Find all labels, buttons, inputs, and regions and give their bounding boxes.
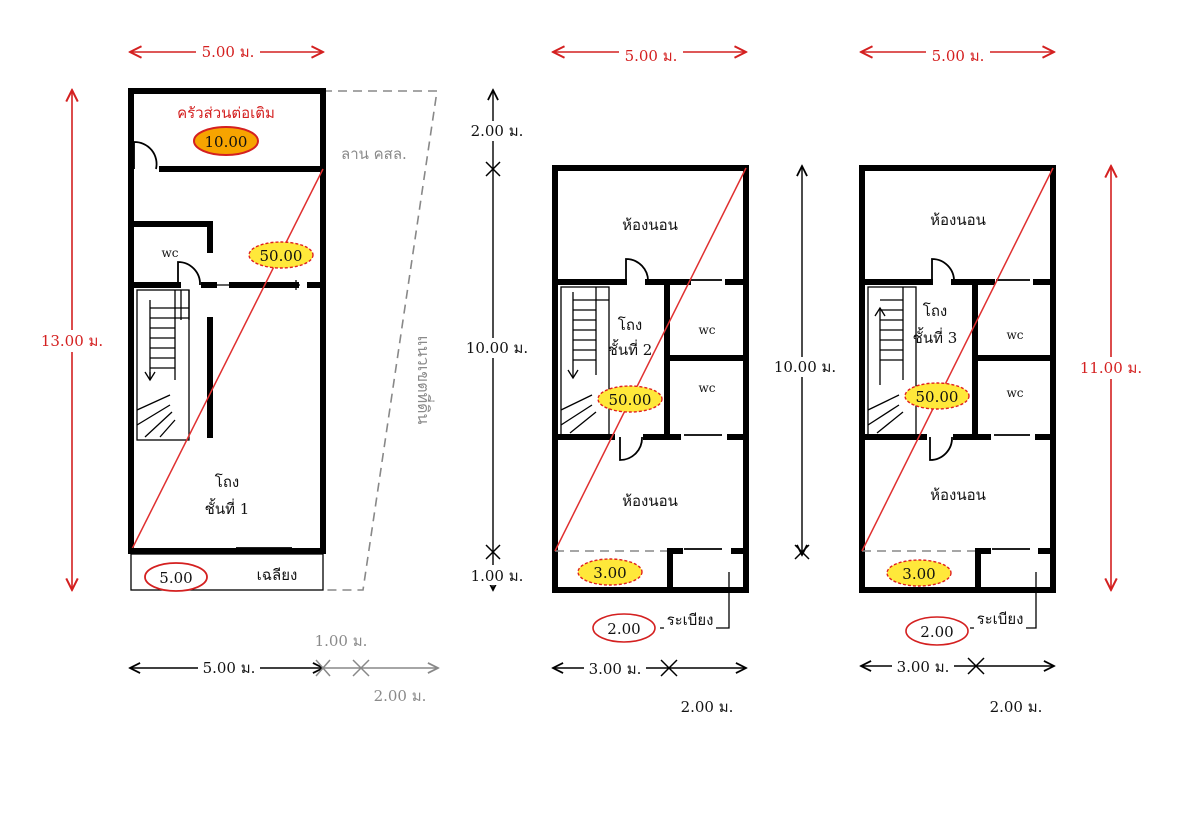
dim-a-label: 2.00 ม. (471, 122, 524, 140)
balcony-area-badge (577, 558, 643, 586)
dim-mid-label: 10.00 ม. (774, 358, 836, 376)
svg-text:50.00: 50.00 (916, 388, 959, 406)
balcony-area-badge (886, 559, 952, 587)
porch (130, 553, 324, 591)
hall-label-2: ชั้นที่ 2 (608, 339, 653, 359)
outer-wall (552, 165, 749, 593)
dim-gray-label-1: 1.00 ม. (315, 632, 368, 650)
dim-bottom-label-1: 3.00 ม. (897, 658, 950, 676)
dim-top-label: 5.00 ม. (202, 43, 255, 61)
terrace-area-badge (905, 616, 969, 646)
porch-area-badge (144, 562, 208, 592)
terrace-label: ระเบียง (667, 611, 714, 629)
plan-floor-2: 5.00 ม. 2.00 ม. 10.00 ม. 1.00 ม. (464, 42, 749, 716)
boundary-label: แนวเขตที่ดิน (414, 336, 435, 425)
main-area-badge (904, 382, 970, 410)
stairs-floor-1 (136, 289, 190, 441)
porch-label: เฉลียง (257, 566, 298, 584)
dim-bottom-label-2: 2.00 ม. (990, 698, 1043, 716)
plan-floor-3: 5.00 ม. 10.00 ม. 11.00 ม. (772, 42, 1146, 716)
svg-text:3.00: 3.00 (902, 565, 935, 583)
hall-label-1: โถง (215, 473, 239, 491)
area-diagonal (861, 167, 1054, 552)
terrace-area-badge (592, 613, 656, 643)
dim-b-label: 10.00 ม. (466, 339, 528, 357)
dim-top-label: 5.00 ม. (932, 47, 985, 65)
wc-label-2: wc (699, 381, 716, 395)
wc-label-1: wc (699, 323, 716, 337)
wc-label-2: wc (1007, 386, 1024, 400)
kitchen-label: ครัวส่วนต่อเติม (177, 104, 275, 122)
outer-wall (859, 165, 1056, 593)
site-boundary (323, 90, 438, 591)
hall-label-2: ชั้นที่ 3 (913, 327, 958, 347)
kitchen-door (133, 141, 158, 170)
area-diagonal (130, 168, 324, 552)
dim-bottom-label-2: 2.00 ม. (681, 698, 734, 716)
stairs-floor-3 (867, 286, 917, 436)
hall-label-1: โถง (618, 316, 642, 334)
main-area-badge (597, 385, 663, 413)
kitchen-area-badge (193, 126, 259, 156)
hall-label-2: ชั้นที่ 1 (205, 498, 250, 518)
open-space-label: ลาน คสล. (341, 145, 407, 163)
main-area-badge (248, 241, 314, 269)
bedroom-bottom-label: ห้องนอน (930, 486, 986, 504)
hall-label-1: โถง (923, 302, 947, 320)
svg-text:5.00: 5.00 (159, 569, 192, 587)
svg-text:2.00: 2.00 (920, 623, 953, 641)
svg-text:50.00: 50.00 (609, 391, 652, 409)
door-bedroom-top (625, 258, 649, 283)
wc-door (177, 261, 201, 286)
door-bedroom-bottom (619, 436, 643, 461)
door-bedroom-bottom (929, 436, 953, 461)
dim-c-label: 1.00 ม. (471, 567, 524, 585)
wc-label-1: wc (1007, 328, 1024, 342)
bedroom-top-label: ห้องนอน (930, 211, 986, 229)
bedroom-bottom-label: ห้องนอน (622, 492, 678, 510)
dim-bottom-label-1: 3.00 ม. (589, 660, 642, 678)
area-diagonal (554, 167, 747, 552)
plan-floor-1: 5.00 ม. 13.00 ม. (36, 42, 438, 705)
dim-left-label: 13.00 ม. (41, 332, 103, 350)
bedroom-top-label: ห้องนอน (622, 216, 678, 234)
svg-text:2.00: 2.00 (607, 620, 640, 638)
svg-text:3.00: 3.00 (593, 564, 626, 582)
dim-top-label: 5.00 ม. (625, 47, 678, 65)
dim-bottom-label: 5.00 ม. (203, 659, 256, 677)
wc-label: wc (162, 246, 179, 260)
dim-gray-label-2: 2.00 ม. (374, 687, 427, 705)
stairs-floor-2 (560, 286, 610, 436)
dim-right-label: 11.00 ม. (1080, 359, 1142, 377)
svg-text:50.00: 50.00 (260, 247, 303, 265)
terrace-label: ระเบียง (977, 610, 1024, 628)
svg-text:10.00: 10.00 (205, 133, 248, 151)
door-bedroom-top (931, 258, 955, 283)
